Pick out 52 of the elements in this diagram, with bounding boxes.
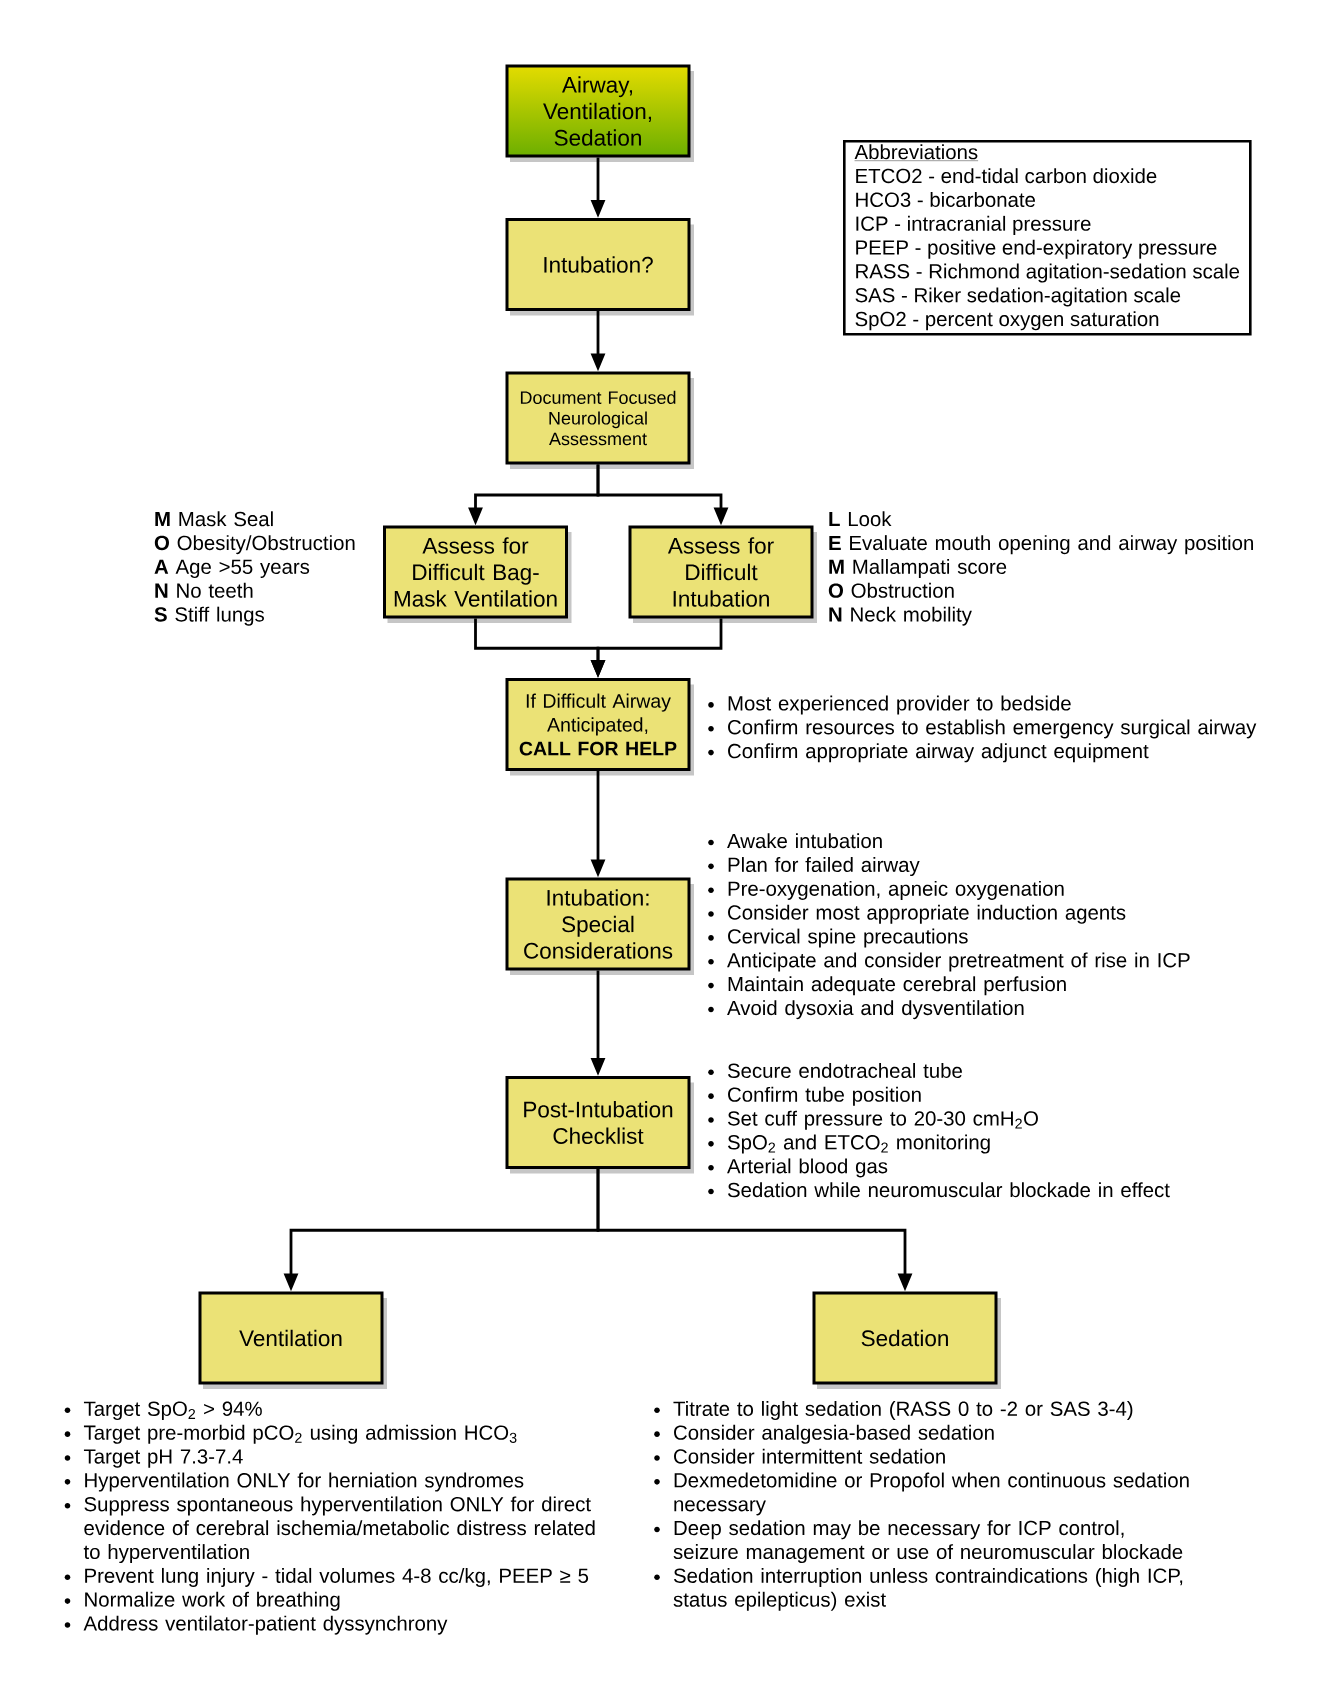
bullet-text: Prevent lung injury - tidal volumes 4-8 cc/kg, PEEP ≥ 5 — [85, 1567, 589, 1587]
bullet-text: Deep sedation may be necessary for ICP control, seizure management or use of neuromuscular blockade — [673, 1520, 1183, 1564]
bullet-text: Normalize work of breathing — [85, 1591, 340, 1611]
abbreviations-box: Abbreviations ETCO2 - end-tidal carbon dioxide HCO3 - bicarbonate ICP - intracranial pressure PEEP - positive end-expiratory pressure RASS - Richmond agitation-sedation scale SAS - Riker sedation-agitation scale SpO2 - percent oxygen saturation — [843, 140, 1252, 336]
process-box: Sedation — [812, 1291, 1001, 1389]
bullet-text: Confirm appropriate airway adjunct equipment — [728, 743, 1149, 763]
process-box: Intubation: Special Considerations — [505, 877, 694, 975]
bullet-text: Avoid dysoxia and dysventilation — [727, 1000, 1024, 1020]
mnemonic-text: O Obstruction — [828, 582, 954, 598]
bullet-text: Awake intubation — [727, 833, 882, 849]
bullet-text: Target pH 7.3-7.4 — [83, 1449, 243, 1468]
bullet-text: Most experienced provider to bedside — [728, 695, 1071, 715]
bullet-text: Suppress spontaneous hyperventilation ONLY for direct evidence of cerebral ischemia/metabolic distress related to hyperventilation — [83, 1496, 595, 1564]
mnemonic-text: N No teeth — [155, 582, 253, 598]
process-box: Post-Intubation Checklist — [505, 1076, 694, 1174]
bullet-text: Consider most appropriate induction agents — [728, 904, 1126, 924]
bullet-text: Address ventilator-patient dyssynchrony — [83, 1615, 448, 1635]
bullet-text: Maintain adequate cerebral perfusion — [728, 976, 1066, 996]
bullet-text: Sedation while neuromuscular blockade in effect — [727, 1182, 1170, 1198]
process-box: Assess for Difficult Intubation — [628, 525, 817, 623]
process-box: Ventilation — [198, 1291, 387, 1389]
bullet-text: Anticipate and consider pretreatment of rise in ICP — [727, 952, 1190, 972]
process-box: Airway, Ventilation, Sedation — [505, 64, 694, 162]
process-box: If Difficult Airway Anticipated, CALL FOR HELP — [505, 678, 694, 776]
mnemonic-text: A Age >55 years — [154, 559, 310, 578]
process-box: Assess for Difficult Bag-Mask Ventilation — [383, 525, 572, 623]
bullet-text: Hyperventilation ONLY for herniation syndromes — [85, 1472, 524, 1492]
bullet-text: Arterial blood gas — [727, 1158, 888, 1178]
bullet-text: Titrate to light sedation (RASS 0 to -2 or SAS 3-4) — [673, 1401, 1133, 1420]
bullet-text: Confirm tube position — [728, 1086, 921, 1106]
bullet-text: Consider intermittent sedation — [674, 1448, 945, 1464]
mnemonic-text: L Look — [829, 511, 892, 527]
mnemonic-text: O Obesity/Obstruction — [154, 535, 355, 555]
bullet-text: Target SpO$_{2}$ > 94% — [83, 1401, 262, 1420]
mnemonic-text: M Mask Seal — [155, 511, 273, 527]
bullet-text: Pre-oxygenation, apneic oxygenation — [728, 880, 1064, 900]
bullet-text: Plan for failed airway — [728, 857, 920, 877]
mnemonic-text: N Neck mobility — [829, 606, 972, 626]
bullet-text: Dexmedetomidine or Propofol when continuous sedation necessary — [674, 1472, 1189, 1516]
process-box: Intubation? — [505, 218, 694, 316]
bullet-text: Secure endotracheal tube — [727, 1063, 962, 1078]
bullet-text: Confirm resources to establish emergency surgical airway — [728, 719, 1257, 739]
bullet-text: Consider analgesia-based sedation — [674, 1424, 994, 1444]
mnemonic-text: M Mallampati score — [829, 559, 1007, 578]
bullet-text: Target pre-morbid pCO$_{2}$ using admission HCO$_{3}$ — [83, 1424, 517, 1444]
bullet-text: SpO$_{2}$ and ETCO$_{2}$ monitoring — [727, 1134, 990, 1154]
bullet-text: Cervical spine precautions — [728, 928, 968, 948]
process-box: Document Focused Neurological Assessment — [505, 371, 694, 469]
mnemonic-text: S Stiff lungs — [154, 606, 264, 626]
bullet-text: Sedation interruption unless contraindications (high ICP, status epilepticus) exist — [673, 1567, 1183, 1611]
mnemonic-text: E Evaluate mouth opening and airway position — [829, 535, 1253, 555]
bullet-text: Set cuff pressure to 20-30 cmH$_{2}$O — [727, 1110, 1038, 1130]
